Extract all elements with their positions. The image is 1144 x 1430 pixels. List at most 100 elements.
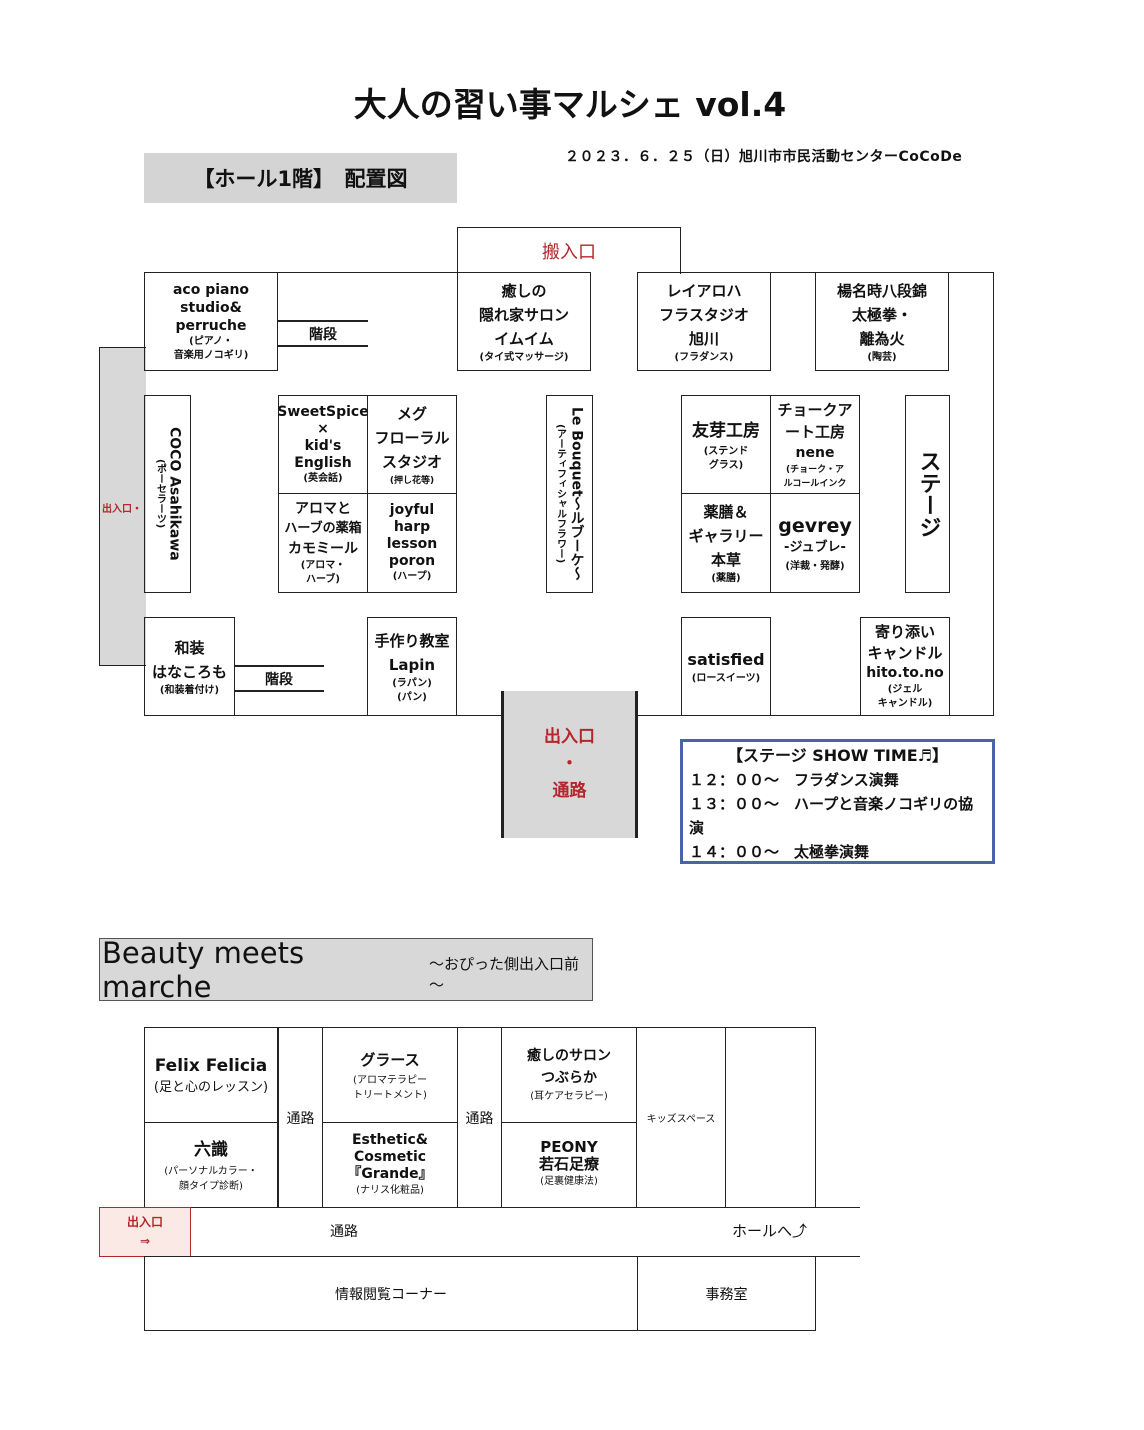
booth-name: -ジュブレ-: [784, 539, 846, 555]
booth-category: (ロースイーツ): [691, 672, 761, 684]
booth-yorisoi-candle: 寄り添い キャンドル hito.to.no (ジェル キャンドル): [860, 617, 950, 716]
showtime-line: 演: [689, 819, 705, 837]
booth-name: gevrey: [778, 514, 852, 537]
booth-category: (パン): [397, 691, 427, 703]
booth-yuga-koubou: 友芽工房 (ステンド グラス): [681, 395, 771, 494]
booth-name: 離為火: [859, 329, 905, 348]
booth-category: (アロマ・: [300, 560, 346, 571]
stairs-bottom: 階段: [234, 665, 324, 692]
entrance-label: ・: [561, 754, 578, 774]
booth-name: 隠れ家サロン: [478, 305, 569, 324]
booth-name: Felix Felicia: [154, 1055, 268, 1076]
beauty-subtitle: ～おぴった側出入口前～: [428, 954, 579, 994]
booth-category: (英会話): [303, 472, 343, 484]
booth-name: フローラル: [374, 428, 450, 447]
stage-label: ステージ: [915, 450, 941, 538]
booth-name: グラース: [360, 1051, 420, 1069]
showtime-line: １４：００～ 太極拳演舞: [689, 843, 870, 861]
booth-name: スタジオ: [381, 452, 442, 471]
showtime-title: 【ステージ SHOW TIME♬】: [726, 746, 949, 765]
booth-name: Le Bouquet～ルブーケ～: [568, 407, 585, 581]
entrance-label: 通路: [552, 781, 587, 801]
booth-category: 顔タイプ診断): [179, 1181, 243, 1192]
booth-name: COCO Asahikawa: [166, 427, 183, 561]
booth-tezukuri-lapin: 手作り教室 Lapin (ラパン) (パン): [367, 617, 457, 716]
booth-name: 若石足療: [538, 1155, 599, 1173]
stage: ステージ: [905, 395, 950, 593]
aisle-2: 通路: [457, 1027, 502, 1208]
booth-category: (耳ケアセラピー): [530, 1091, 608, 1102]
showtime-line: １２：００～ フラダンス演舞: [689, 771, 899, 789]
booth-category: (ポーセラーツ): [154, 459, 166, 529]
booth-category: (ステンド: [703, 445, 749, 457]
booth-name: aco piano: [172, 281, 250, 298]
booth-category: ルコールインク: [783, 478, 847, 489]
booth-aroma-chamomile: アロマと ハーブの薬箱 カモミール (アロマ・ ハーブ): [278, 493, 368, 593]
booth-name: メグ: [396, 404, 427, 423]
booth-name: hito.to.no: [866, 665, 944, 681]
showtime-box: 【ステージ SHOW TIME♬】 １２：００～ フラダンス演舞 １３：００～ …: [680, 739, 995, 864]
booth-glass: グラース (アロマテラピー トリートメント): [322, 1027, 458, 1123]
booth-category: (アーティフィシャルフラワー): [554, 424, 566, 564]
booth-yakuzen: 薬膳＆ ギャラリー 本草 (薬膳): [681, 493, 771, 593]
booth-name: 六識: [194, 1140, 228, 1160]
booth-peony: PEONY 若石足療 (足裏健康法): [501, 1122, 637, 1208]
side-entrance-label: 出入口・: [102, 504, 142, 515]
stairs-top: 階段: [278, 320, 368, 347]
loading-entrance: 搬入口: [457, 227, 681, 274]
booth-name: ート工房: [784, 422, 845, 441]
booth-category: キャンドル): [877, 698, 933, 709]
booth-name: 癒しの: [501, 281, 547, 300]
date-venue: ２０２３．６．２５（日）旭川市市民活動センターCoCoDe: [565, 149, 963, 165]
to-hall-label: ホールへ⤴: [732, 1222, 808, 1240]
booth-name: 旭川: [688, 329, 719, 348]
booth-wasou-hanakoromo: 和装 はなころも (和装着付け): [144, 617, 235, 716]
booth-name: チョークア: [777, 400, 853, 419]
booth-category: トリートメント): [353, 1090, 427, 1101]
booth-category: (足と心のレッスン): [153, 1079, 269, 1095]
booth-name: つぶらか: [541, 1070, 597, 1086]
booth-name: poron: [388, 553, 436, 569]
main-corridor: [144, 1207, 860, 1257]
booth-chalk-art: チョークア ート工房 nene (チョーク・ア ルコールインク: [770, 395, 860, 494]
booth-category: (アロマテラピー: [353, 1075, 427, 1086]
booth-name: SweetSpice: [277, 403, 369, 420]
entrance-label: 出入口: [544, 727, 595, 747]
booth-name: 本草: [710, 551, 741, 569]
booth-name: PEONY: [540, 1138, 598, 1156]
booth-name: studio&: [180, 299, 242, 316]
booth-reiaroha: レイアロハ フラスタジオ 旭川 (フラダンス): [637, 272, 771, 371]
booth-category: (フラダンス): [674, 351, 734, 363]
booth-iyashi-kakurega: 癒しの 隠れ家サロン イムイム (タイ式マッサージ): [457, 272, 591, 371]
booth-category: (パーソナルカラー・: [164, 1166, 258, 1177]
booth-name: 友芽工房: [692, 420, 760, 441]
booth-name: 手作り教室: [374, 631, 450, 650]
main-entrance-aisle: 出入口 ・ 通路: [501, 691, 638, 838]
booth-name: harp: [393, 519, 431, 535]
booth-category: (タイ式マッサージ): [479, 351, 569, 363]
booth-joyful-harp: joyful harp lesson poron (ハープ): [367, 493, 457, 593]
booth-name: ハーブの薬箱: [284, 521, 362, 536]
showtime-line: １３：００～ ハープと音楽ノコギリの協: [689, 795, 974, 813]
booth-category: (足裏健康法): [540, 1176, 598, 1187]
booth-name: 癒しのサロン: [527, 1048, 611, 1064]
aisle-1: 通路: [278, 1027, 323, 1208]
booth-name: 寄り添い: [874, 623, 935, 641]
beauty-title: Beauty meets marche: [102, 935, 305, 1004]
booth-category: (薬膳): [711, 573, 741, 584]
floor-label: 【ホール1階】 配置図: [144, 153, 457, 203]
booth-name: lesson: [386, 536, 438, 552]
booth-category: (ラパン): [392, 677, 432, 689]
booth-gevrey: gevrey -ジュブレ- (洋裁・発酵): [770, 493, 860, 593]
booth-category: (ハープ): [392, 571, 432, 582]
booth-category: (和装着付け): [159, 684, 220, 696]
booth-category: (洋裁・発酵): [785, 560, 845, 572]
booth-name: perruche: [175, 317, 247, 334]
booth-meg-floral: メグ フローラル スタジオ (押し花等): [367, 395, 457, 494]
entrance-label: 出入口: [126, 1215, 163, 1229]
booth-felix-felicia: Felix Felicia (足と心のレッスン): [144, 1027, 278, 1123]
office: 事務室: [637, 1256, 816, 1331]
booth-category: 音楽用ノコギリ): [173, 349, 249, 361]
booth-category: ハーブ): [306, 574, 340, 585]
booth-name: Cosmetic: [353, 1148, 427, 1165]
